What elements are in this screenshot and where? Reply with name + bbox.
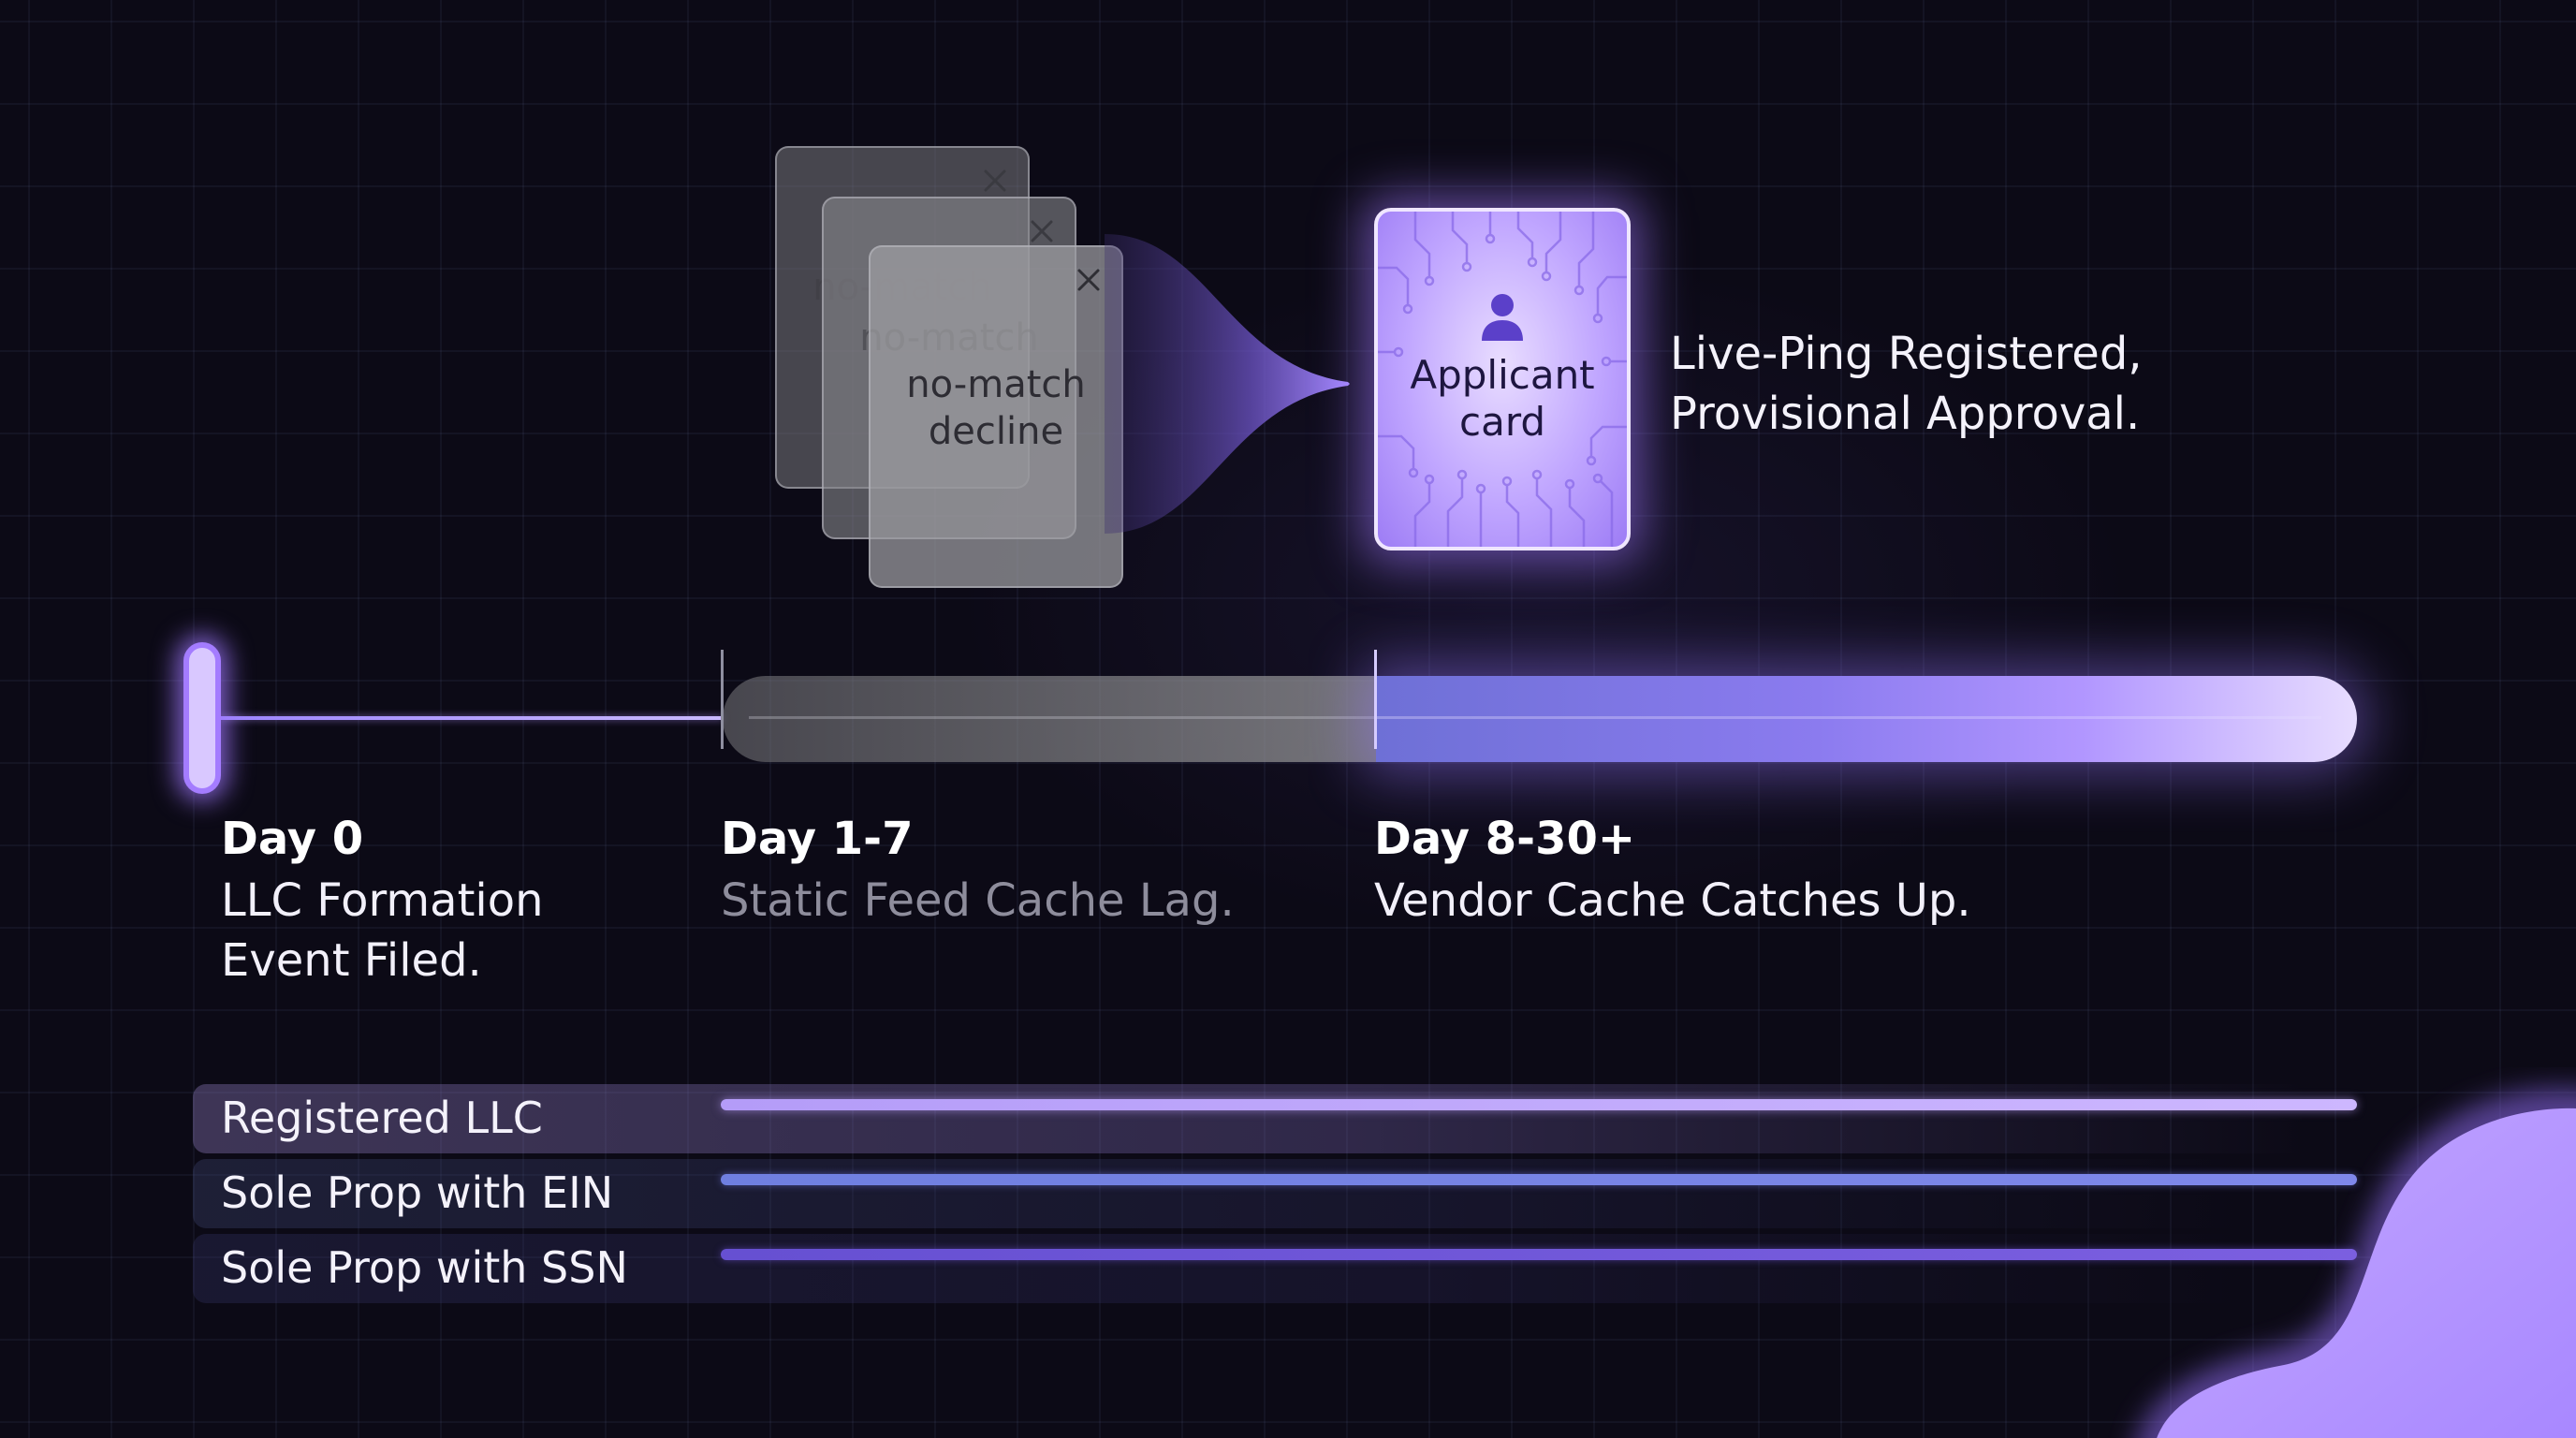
day-0-description: LLC Formation Event Filed. <box>221 874 544 987</box>
entity-row-band <box>193 1084 2308 1153</box>
entity-row-band <box>193 1234 2252 1303</box>
timeline-tick-day-1 <box>721 650 724 749</box>
day-8-30-description: Vendor Cache Catches Up. <box>1374 874 1971 927</box>
entity-row-label: Sole Prop with EIN <box>221 1167 614 1218</box>
entity-row-line <box>721 1249 2357 1260</box>
entity-row-label: Registered LLC <box>221 1093 543 1143</box>
close-icon <box>984 169 1006 192</box>
day-1-7-title: Day 1-7 <box>721 813 914 865</box>
circuit-pattern <box>1378 212 1627 547</box>
timeline-catchup-centerline <box>1376 716 2321 719</box>
day-1-7-description: Static Feed Cache Lag. <box>721 874 1235 927</box>
timeline-lag-segment <box>723 676 1378 762</box>
timeline-tick-day-8 <box>1374 650 1377 749</box>
applicant-card-label: Applicant card <box>1410 352 1595 445</box>
entity-row-label: Sole Prop with SSN <box>221 1242 628 1293</box>
entity-row-band <box>193 1159 2252 1228</box>
timeline-thin-segment <box>221 716 723 720</box>
corner-glow-blob <box>2137 1088 2576 1438</box>
entity-row-line <box>721 1174 2357 1185</box>
entity-row-line <box>721 1099 2357 1110</box>
user-icon <box>1482 294 1523 341</box>
timeline-lag-centerline <box>749 716 1378 719</box>
applicant-card: Applicant card <box>1374 208 1631 550</box>
day-8-30-title: Day 8-30+ <box>1374 813 1636 865</box>
close-icon <box>1031 220 1053 242</box>
timeline-start-marker <box>183 642 221 794</box>
timeline-catchup-segment <box>1376 676 2357 762</box>
funnel-arrow <box>1105 234 1350 534</box>
day-0-title: Day 0 <box>221 813 364 865</box>
close-icon <box>1077 269 1100 291</box>
applicant-card-caption: Live-Ping Registered, Provisional Approv… <box>1670 328 2143 440</box>
decline-card-text: no-match decline <box>906 363 1086 453</box>
